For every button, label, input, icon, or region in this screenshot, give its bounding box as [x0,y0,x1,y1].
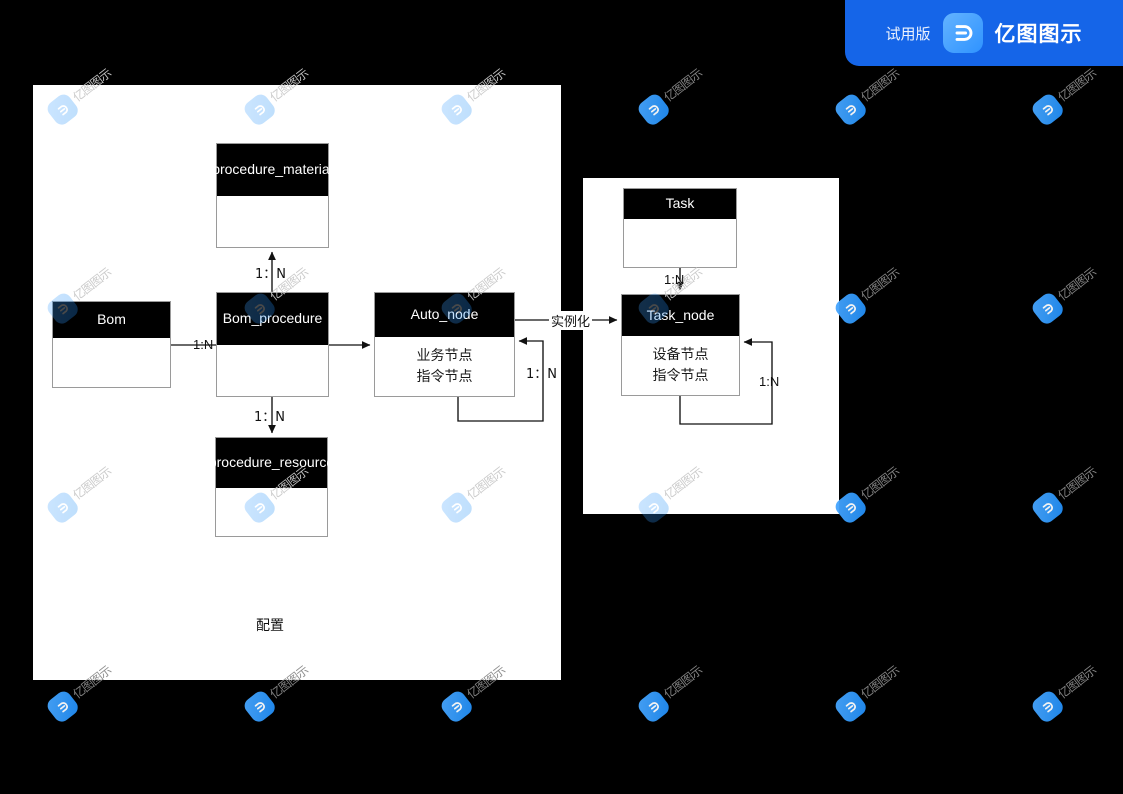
edge-label-auto_node-task_node: 实例化 [549,311,593,330]
entity-procedure_resource[interactable]: procedure_resource [209,437,334,537]
entity-body: 业务节点 指令节点 [416,348,473,385]
entity-title: Auto_node [375,293,514,337]
trial-badge[interactable]: 试用版 亿图图示 [845,0,1123,66]
edge-label-bom_procedure-resource: 1：N [254,410,285,425]
entity-title: procedure_material [212,144,333,196]
entity-bom[interactable]: Bom [52,301,171,388]
configuration-note: 配置 [256,618,284,634]
edge-task_node-self [679,338,773,425]
entity-procedure_material[interactable]: procedure_material [212,143,333,248]
entity-title: Task_node [622,295,739,336]
entity-title: Bom_procedure [217,293,328,345]
edge-label-bom-bom_procedure: 1:N [193,337,214,352]
edge-auto_node-self [457,337,544,422]
entity-task_node[interactable]: Task_node 设备节点 指令节点 [621,294,740,396]
entity-title: Task [624,189,736,219]
edge-label-task_node-self: 1:N [759,374,780,389]
entity-bom_procedure[interactable]: Bom_procedure [216,292,329,397]
entity-title: Bom [53,302,170,338]
entity-title: procedure_resource [209,438,334,488]
edge-label-auto_node-self: 1：N [526,367,557,382]
edge-label-task-task_node: 1:N [664,272,685,287]
trial-label: 试用版 [885,24,931,43]
entity-task[interactable]: Task [623,188,737,268]
entity-body: 设备节点 指令节点 [652,347,709,384]
edge-label-bom_procedure-material: 1：N [255,267,286,282]
brand-name: 亿图图示 [994,22,1083,46]
entity-auto_node[interactable]: Auto_node 业务节点 指令节点 [374,292,515,397]
edraw-logo-icon [942,13,983,53]
